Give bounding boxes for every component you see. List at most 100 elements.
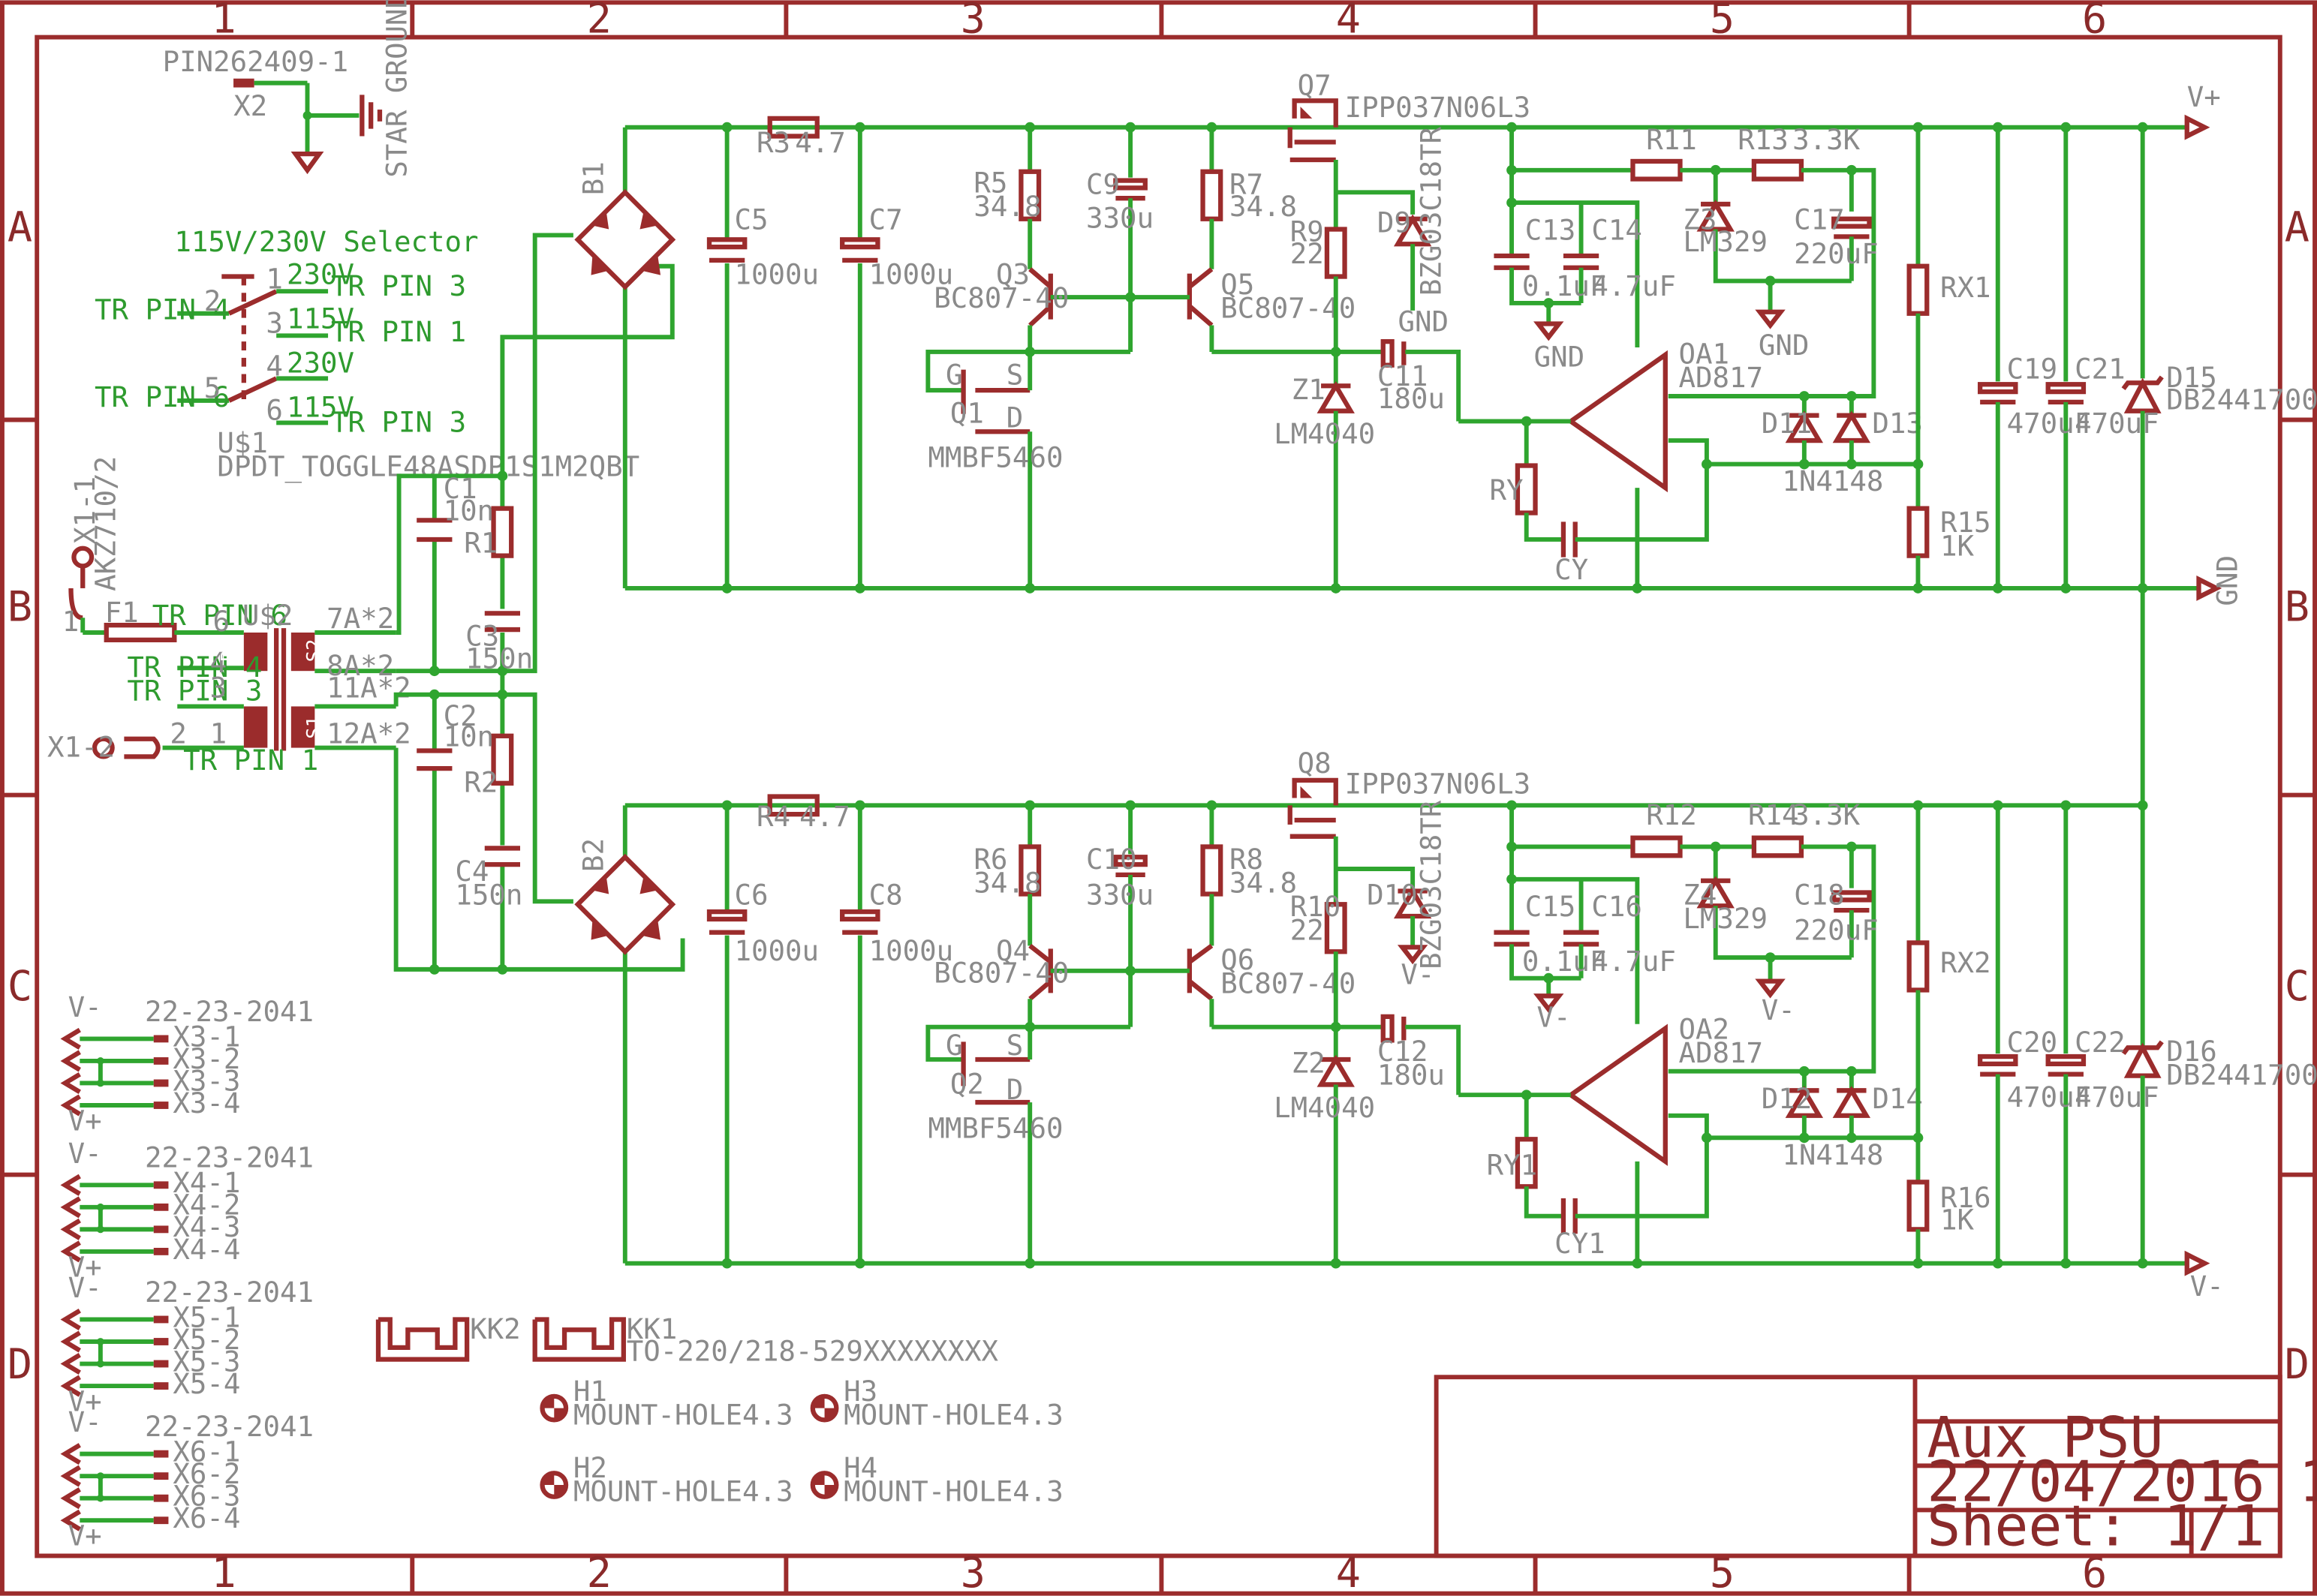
rx-name: RX1 <box>1940 271 1991 304</box>
vminus-label: V- <box>1401 958 1434 991</box>
row-label: A <box>8 203 32 251</box>
c14-name: C14 <box>1591 213 1642 246</box>
r3-value: 4.7 <box>795 126 846 159</box>
c2-name: C2 <box>444 699 477 732</box>
title-text: Aux PSU <box>1927 1405 2163 1471</box>
col-label: 4 <box>1336 0 1361 43</box>
q7-value: IPP037N06L3 <box>1345 91 1531 124</box>
c3-name: C3 <box>465 620 499 653</box>
selector-title: 115V/230V Selector <box>174 225 478 258</box>
connector-part: 22-23-2041 <box>145 1141 314 1174</box>
tr-p2: P2 <box>218 716 240 739</box>
gnd-label: GND <box>1398 305 1449 338</box>
c10-name: C10 <box>1086 843 1137 876</box>
r4-value: 4.7 <box>799 800 850 833</box>
fuse-label: F1 <box>105 596 139 629</box>
cy-name: CY <box>1554 553 1588 586</box>
connector-pin-label: X3-4 <box>173 1087 240 1120</box>
col-label: 1 <box>212 0 236 43</box>
z3-value: LM329 <box>1683 225 1768 258</box>
c21-name: C21 <box>2075 352 2126 385</box>
c17-value: 220uF <box>1794 237 1879 270</box>
c6-value: 1000u <box>734 934 819 967</box>
connector-pin-label: X5-1 <box>173 1300 240 1333</box>
vminus-label: V- <box>68 1405 102 1438</box>
c8-value: 1000u <box>869 934 954 967</box>
d16-name: D16 <box>2166 1035 2217 1068</box>
r13-value: 3.3K <box>1792 123 1861 156</box>
frame-row-labels: A B C D A B C D <box>8 203 2309 1388</box>
switch-pin: 2 <box>204 284 221 317</box>
switch-pin: 5 <box>204 371 221 404</box>
d9-name: D9 <box>1377 206 1411 239</box>
c13-name: C13 <box>1525 213 1576 246</box>
row-label: D <box>8 1340 32 1388</box>
date-text: 22/04/2016 17:06 <box>1927 1450 2317 1515</box>
tr-num: 1 <box>62 605 80 638</box>
tr-pin4: TR PIN 4 <box>127 651 262 684</box>
connector-pin-label: X6-2 <box>173 1457 240 1490</box>
q1-name: Q1 <box>950 396 984 429</box>
q5-value: BC807-40 <box>1220 292 1356 325</box>
secondary-wiring <box>393 233 685 975</box>
c4-name: C4 <box>455 855 489 888</box>
hole-part: MOUNT-HOLE4.3 <box>844 1398 1064 1431</box>
jfet-g: G <box>946 358 963 391</box>
tr-s1: S1 <box>303 716 326 739</box>
gnd-label: GND <box>2211 555 2244 606</box>
switch-pin: 1 <box>266 262 283 295</box>
x2-part-label: PIN262409-1 <box>163 45 349 78</box>
vplus-label: V+ <box>68 1519 102 1552</box>
c7-name: C7 <box>869 203 903 236</box>
q3-value: BC807-40 <box>934 281 1069 314</box>
col-label: 2 <box>587 1549 612 1596</box>
bridge-rectifier: B1 <box>574 161 676 290</box>
r10-name: R10 <box>1290 890 1341 923</box>
c16-value: 4.7uF <box>1591 945 1676 978</box>
q1-value: MMBF5460 <box>928 441 1063 474</box>
switch-part: DPDT_TOGGLE48ASDP1S1M2QBT <box>217 449 639 483</box>
q5-name: Q5 <box>1220 268 1254 301</box>
bridge-rectifier: B2 <box>574 838 676 955</box>
r4-name: R4 <box>757 800 790 833</box>
c20-value: 470uF <box>2007 1081 2092 1114</box>
upper-regulator: V+ GND B1 C1 10n R1 C3 150n R3 4.7 C5 10… <box>444 68 2317 675</box>
kk2-label: KK2 <box>470 1312 521 1345</box>
col-label: 4 <box>1336 1549 1361 1596</box>
c19-value: 470uF <box>2007 407 2092 440</box>
switch-trpin4: TR PIN 4 <box>95 293 230 326</box>
c1-name: C1 <box>444 472 477 505</box>
vminus-label: V- <box>1762 993 1795 1026</box>
vplus-label: V+ <box>68 1104 102 1137</box>
r6-value: 34.8 <box>973 867 1041 900</box>
ry-name: RY <box>1490 473 1524 506</box>
connector-pin-label: X3-1 <box>173 1020 240 1053</box>
tr-pin6: TR PIN 6 <box>152 599 287 632</box>
tr-p1: P1 <box>218 639 240 663</box>
c10-value: 330u <box>1086 878 1154 911</box>
jfet-g: G <box>946 1029 963 1062</box>
c22-value: 470uF <box>2075 1081 2159 1114</box>
mains-input: F1 X1-1 AKZ710/2 X1-2 <box>47 456 244 763</box>
switch-115v: 115V <box>287 391 354 424</box>
c20-name: C20 <box>2007 1026 2058 1059</box>
transformer-name: U$2 <box>242 599 293 632</box>
diode-b-name: D14 <box>1872 1082 1923 1115</box>
output-connectors: V-22-23-2041X3-1X3-2X3-3X3-4V+V-22-23-20… <box>60 990 314 1552</box>
z4-name: Z4 <box>1683 878 1717 911</box>
d16-value: DB2441700L <box>2166 1058 2317 1091</box>
gnd-label: GND <box>1759 329 1810 362</box>
hole-part: MOUNT-HOLE4.3 <box>573 1398 793 1431</box>
col-label: 3 <box>961 0 985 43</box>
tr-pin1: TR PIN 1 <box>183 744 318 777</box>
x12-name: X1-2 <box>47 730 115 763</box>
vminus-label: V- <box>68 1137 102 1170</box>
c8-name: C8 <box>869 878 903 911</box>
hole-name: H1 <box>573 1375 607 1408</box>
q4-value: BC807-40 <box>934 957 1069 990</box>
